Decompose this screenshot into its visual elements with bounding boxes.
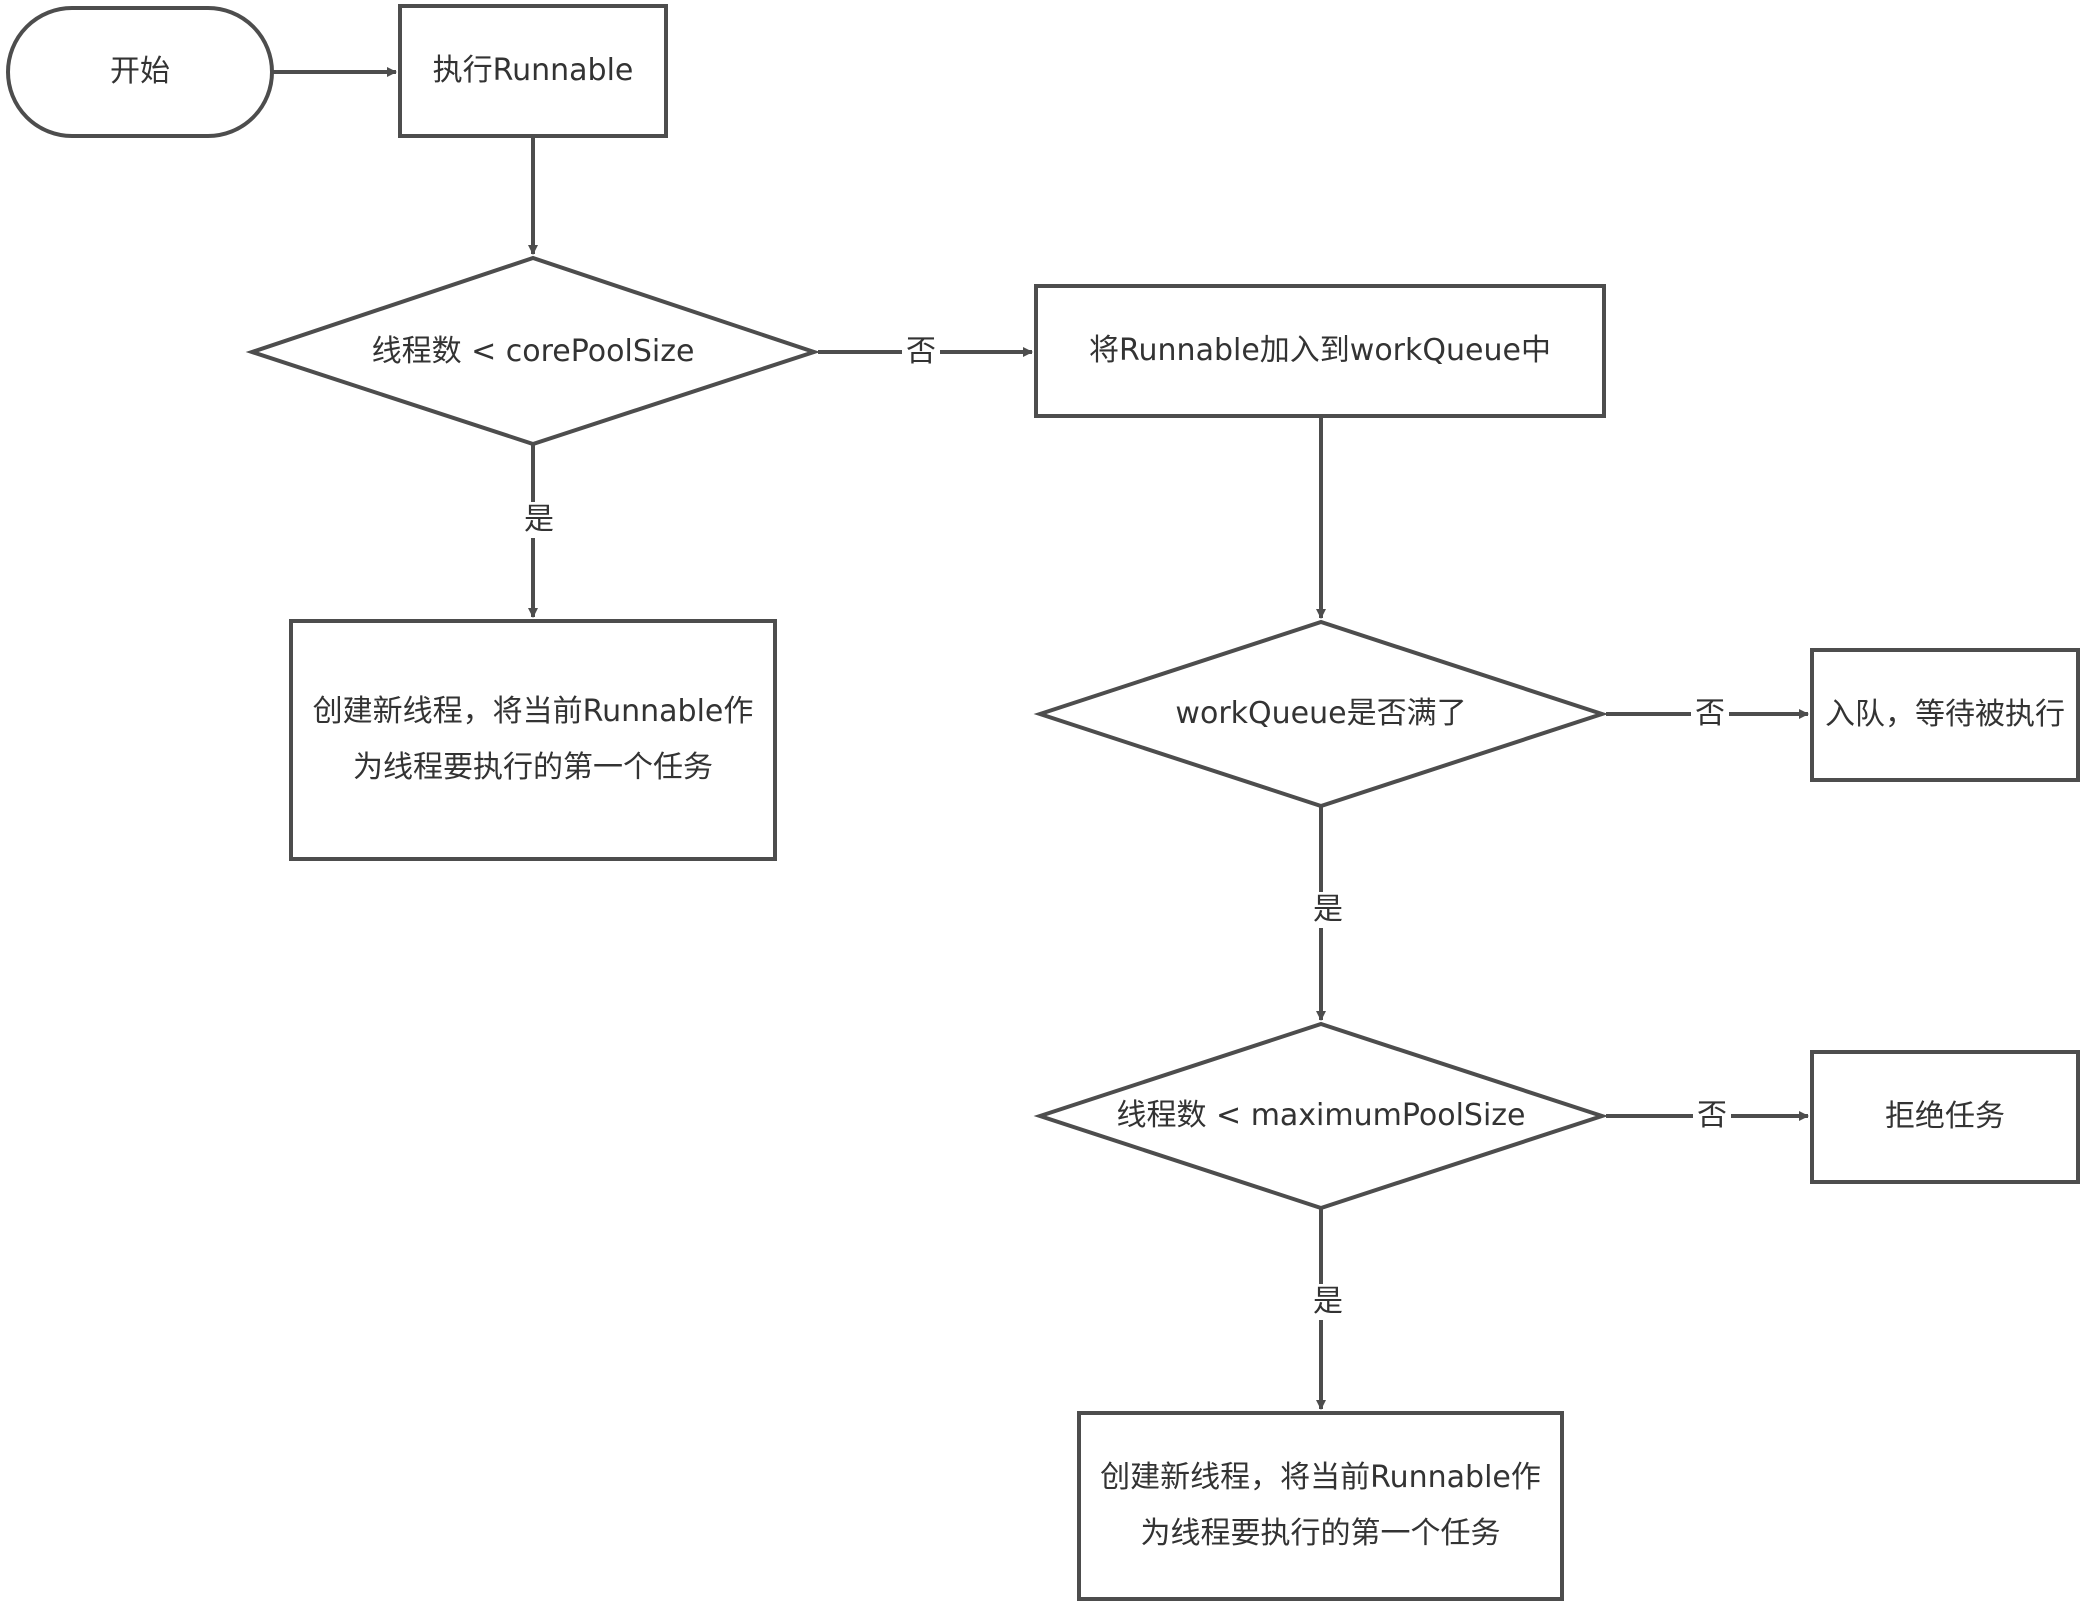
edge-label-queue-no: 否 bbox=[1691, 696, 1729, 732]
edge-label-max-yes: 是 bbox=[1309, 1284, 1347, 1320]
core-check-label: 线程数 < corePoolSize bbox=[371, 334, 695, 369]
queue-full-label: workQueue是否满了 bbox=[1175, 696, 1467, 731]
enqueue-box-shape bbox=[1034, 284, 1606, 418]
max-check-diamond-shape bbox=[1033, 1021, 1609, 1211]
create-max-label: 创建新线程，将当前Runnable作 为线程要执行的第一个任务 bbox=[1100, 1460, 1541, 1551]
reject-label: 拒绝任务 bbox=[1885, 1099, 2005, 1134]
edge-label-core-no: 否 bbox=[902, 334, 940, 370]
wait-label: 入队，等待被执行 bbox=[1825, 697, 2065, 732]
enqueue-label: 将Runnable加入到workQueue中 bbox=[1089, 333, 1551, 368]
edge-label-core-yes: 是 bbox=[520, 502, 558, 538]
execute-label: 执行Runnable bbox=[432, 53, 634, 88]
wait-box-shape bbox=[1810, 648, 2080, 782]
execute-box-shape bbox=[398, 4, 668, 138]
edge-label-max-no: 否 bbox=[1693, 1098, 1731, 1134]
create-core-box-shape bbox=[289, 619, 777, 861]
create-max-box-shape bbox=[1077, 1411, 1564, 1601]
max-check-label: 线程数 < maximumPoolSize bbox=[1116, 1098, 1526, 1133]
reject-box-shape bbox=[1810, 1050, 2080, 1184]
edge-label-queue-yes: 是 bbox=[1309, 892, 1347, 928]
start-label: 开始 bbox=[110, 54, 170, 89]
create-core-label: 创建新线程，将当前Runnable作 为线程要执行的第一个任务 bbox=[312, 694, 754, 785]
queue-full-diamond-shape bbox=[1033, 619, 1609, 809]
core-check-diamond-shape bbox=[245, 255, 821, 447]
